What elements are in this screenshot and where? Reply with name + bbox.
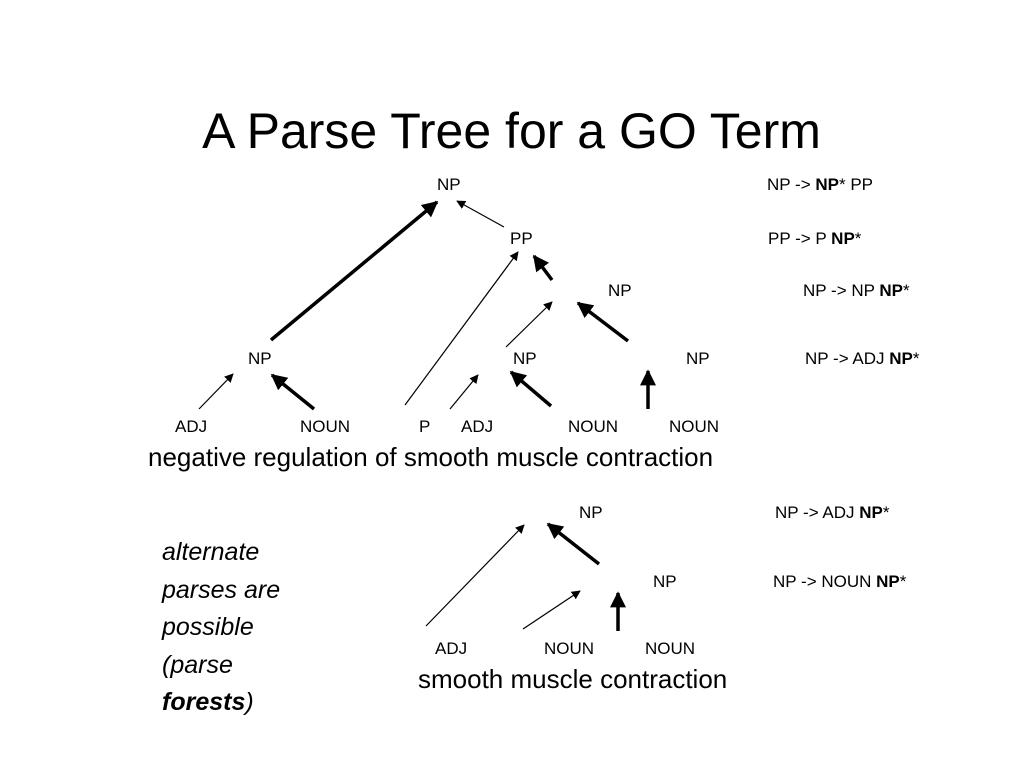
tree2-leaf-noun: NOUN xyxy=(544,639,595,658)
tree1-rule: PP -> P NP* xyxy=(768,229,862,248)
arrow-np-left-to-np-root xyxy=(269,200,439,342)
tree2-rule: NP -> ADJ NP* xyxy=(775,503,890,522)
tree2-rule: NP -> NOUN NP* xyxy=(773,572,907,591)
tree1-rule: NP -> NP NP* xyxy=(803,281,910,300)
tree1-node-np-mid: NP xyxy=(608,281,632,300)
arrow-np-right-to-np-mid xyxy=(576,301,630,343)
arrow-np-low-to-np-top xyxy=(546,522,601,566)
tree2-leaf-noun: NOUN xyxy=(645,639,696,658)
arrow-adj-to-np-left xyxy=(198,373,234,410)
arrow-pp-to-np-root xyxy=(456,200,505,228)
arrow-p-to-pp xyxy=(404,251,519,406)
tree1-node-np-root: NP xyxy=(437,175,461,194)
arrow-np-mid-to-pp xyxy=(532,254,554,282)
alternate-parses-note: alternate parses are possible (parse for… xyxy=(162,538,281,716)
arrow-noun2-to-np-center xyxy=(509,370,553,408)
arrow-noun-to-np-left xyxy=(270,373,316,411)
tree1-leaf-adj: ADJ xyxy=(461,417,494,436)
slide-title: A Parse Tree for a GO Term xyxy=(202,103,821,159)
tree1-leaf-noun: NOUN xyxy=(568,417,619,436)
tree1-rule: NP -> ADJ NP* xyxy=(805,349,920,368)
arrow-adj-to-np-top xyxy=(425,524,525,627)
arrow-np-center-to-np-mid xyxy=(505,301,553,348)
tree2-phrase: smooth muscle contraction xyxy=(418,664,728,694)
arrow-noun-to-np-low xyxy=(522,590,581,630)
tree1-leaf-noun: NOUN xyxy=(300,417,351,436)
tree1-leaf-adj: ADJ xyxy=(175,417,208,436)
tree1-leaf-noun: NOUN xyxy=(669,417,720,436)
tree1-rule: NP -> NP* PP xyxy=(767,175,874,194)
tree2-leaf-adj: ADJ xyxy=(435,639,468,658)
tree1-phrase: negative regulation of smooth muscle con… xyxy=(148,442,714,472)
tree1-node-pp: PP xyxy=(510,229,533,248)
tree2-node-np-top: NP xyxy=(579,503,603,522)
arrow-adj2-to-np-center xyxy=(449,374,479,410)
tree1-node-np-left: NP xyxy=(248,349,272,368)
tree2-node-np-low: NP xyxy=(653,572,677,591)
tree1-node-np-center: NP xyxy=(513,349,537,368)
tree1-node-np-right: NP xyxy=(686,349,710,368)
tree1-leaf-p: P xyxy=(419,417,431,436)
